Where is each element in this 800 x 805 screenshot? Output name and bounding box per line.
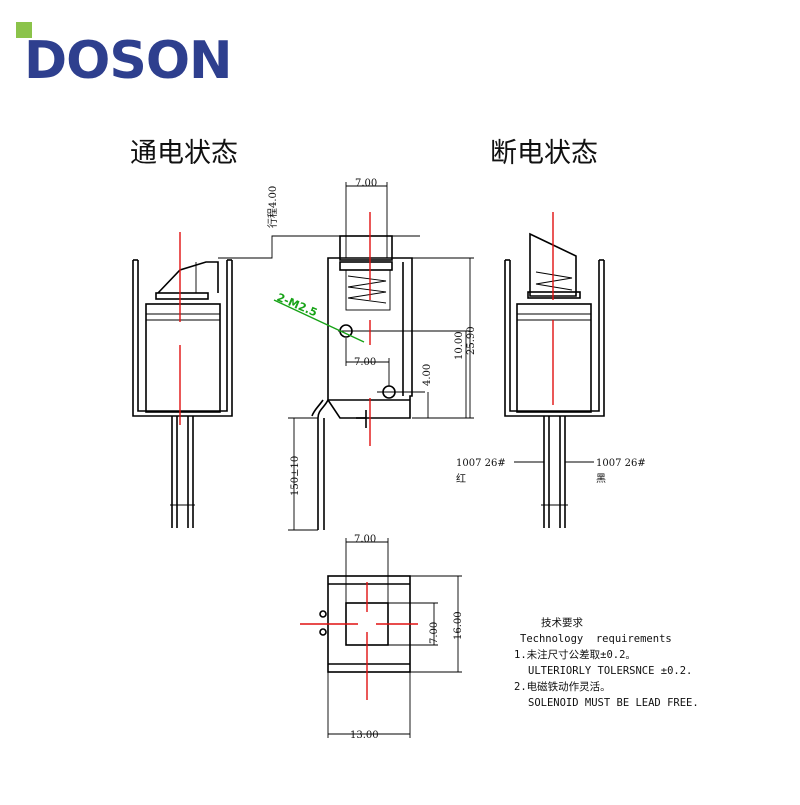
plunger-lever	[157, 261, 219, 294]
dim-height-25: 25.90	[466, 326, 477, 355]
doson-logo: DOSON	[16, 22, 233, 91]
screw-label: 2-M2.5	[275, 291, 319, 320]
plunger-plate	[155, 292, 209, 300]
tech-heading-cn: 技术要求	[541, 616, 583, 629]
coil-body	[145, 303, 221, 413]
de-energized-view: 1007 26# 红 1007 26# 黑	[456, 212, 646, 528]
wire-left-color: 红	[456, 472, 466, 485]
title-energized: 通电状态	[130, 138, 238, 169]
plunger-extended	[529, 232, 577, 297]
tech-item1-cn: 1.未注尺寸公差取±0.2。	[514, 648, 636, 661]
bottom-view: 7.00 7.00 16.00 13.00	[300, 534, 464, 741]
wire-right-color: 黑	[596, 473, 606, 485]
tech-requirements: 技术要求 Technology requirements 1.未注尺寸公差取±0…	[514, 616, 699, 709]
dim-height-10: 10.00	[454, 331, 465, 360]
spring	[347, 275, 387, 304]
dim-top-width: 7.00	[355, 178, 377, 189]
tech-item1-en: ULTERIORLY TOLERSNCE ±0.2.	[528, 665, 692, 677]
stroke-label: 行程4.00	[266, 186, 279, 228]
frame-outline	[132, 260, 233, 417]
tech-heading-en: Technology requirements	[520, 633, 672, 645]
logo-wordmark: DOSON	[24, 31, 232, 91]
lead-outer	[317, 399, 329, 530]
stroke-leader	[218, 235, 420, 259]
dim-bottom-height: 16.00	[453, 611, 464, 640]
dim-lead-length: 150±10	[290, 456, 301, 496]
screw-leader	[273, 299, 365, 343]
title-de-energized: 断电状态	[490, 138, 598, 169]
energized-view: 行程4.00	[132, 186, 420, 528]
dim-height-4: 4.00	[422, 364, 433, 386]
dim-bottom-width: 13.00	[350, 730, 379, 741]
plunger-top	[339, 235, 393, 261]
side-view: 7.00 7.00 25.90 10.00 4.00 150±10 2-M2.5	[273, 178, 477, 531]
side-body	[327, 257, 413, 419]
frame-inner	[137, 260, 228, 412]
coil-body-right	[516, 303, 592, 413]
tech-item2-en: SOLENOID MUST BE LEAD FREE.	[528, 697, 699, 709]
tech-item2-cn: 2.电磁铁动作灵活。	[514, 680, 611, 693]
wire-right-spec: 1007 26#	[596, 458, 646, 469]
dim-hole-pitch: 7.00	[354, 357, 376, 368]
frame-outline-right	[504, 260, 605, 417]
wire-left-spec: 1007 26#	[456, 458, 506, 469]
dim-bottom-inner: 7.00	[429, 622, 440, 644]
dim-bottom-top: 7.00	[354, 534, 376, 545]
logo-green-square	[16, 22, 32, 38]
spring-right	[535, 271, 573, 291]
